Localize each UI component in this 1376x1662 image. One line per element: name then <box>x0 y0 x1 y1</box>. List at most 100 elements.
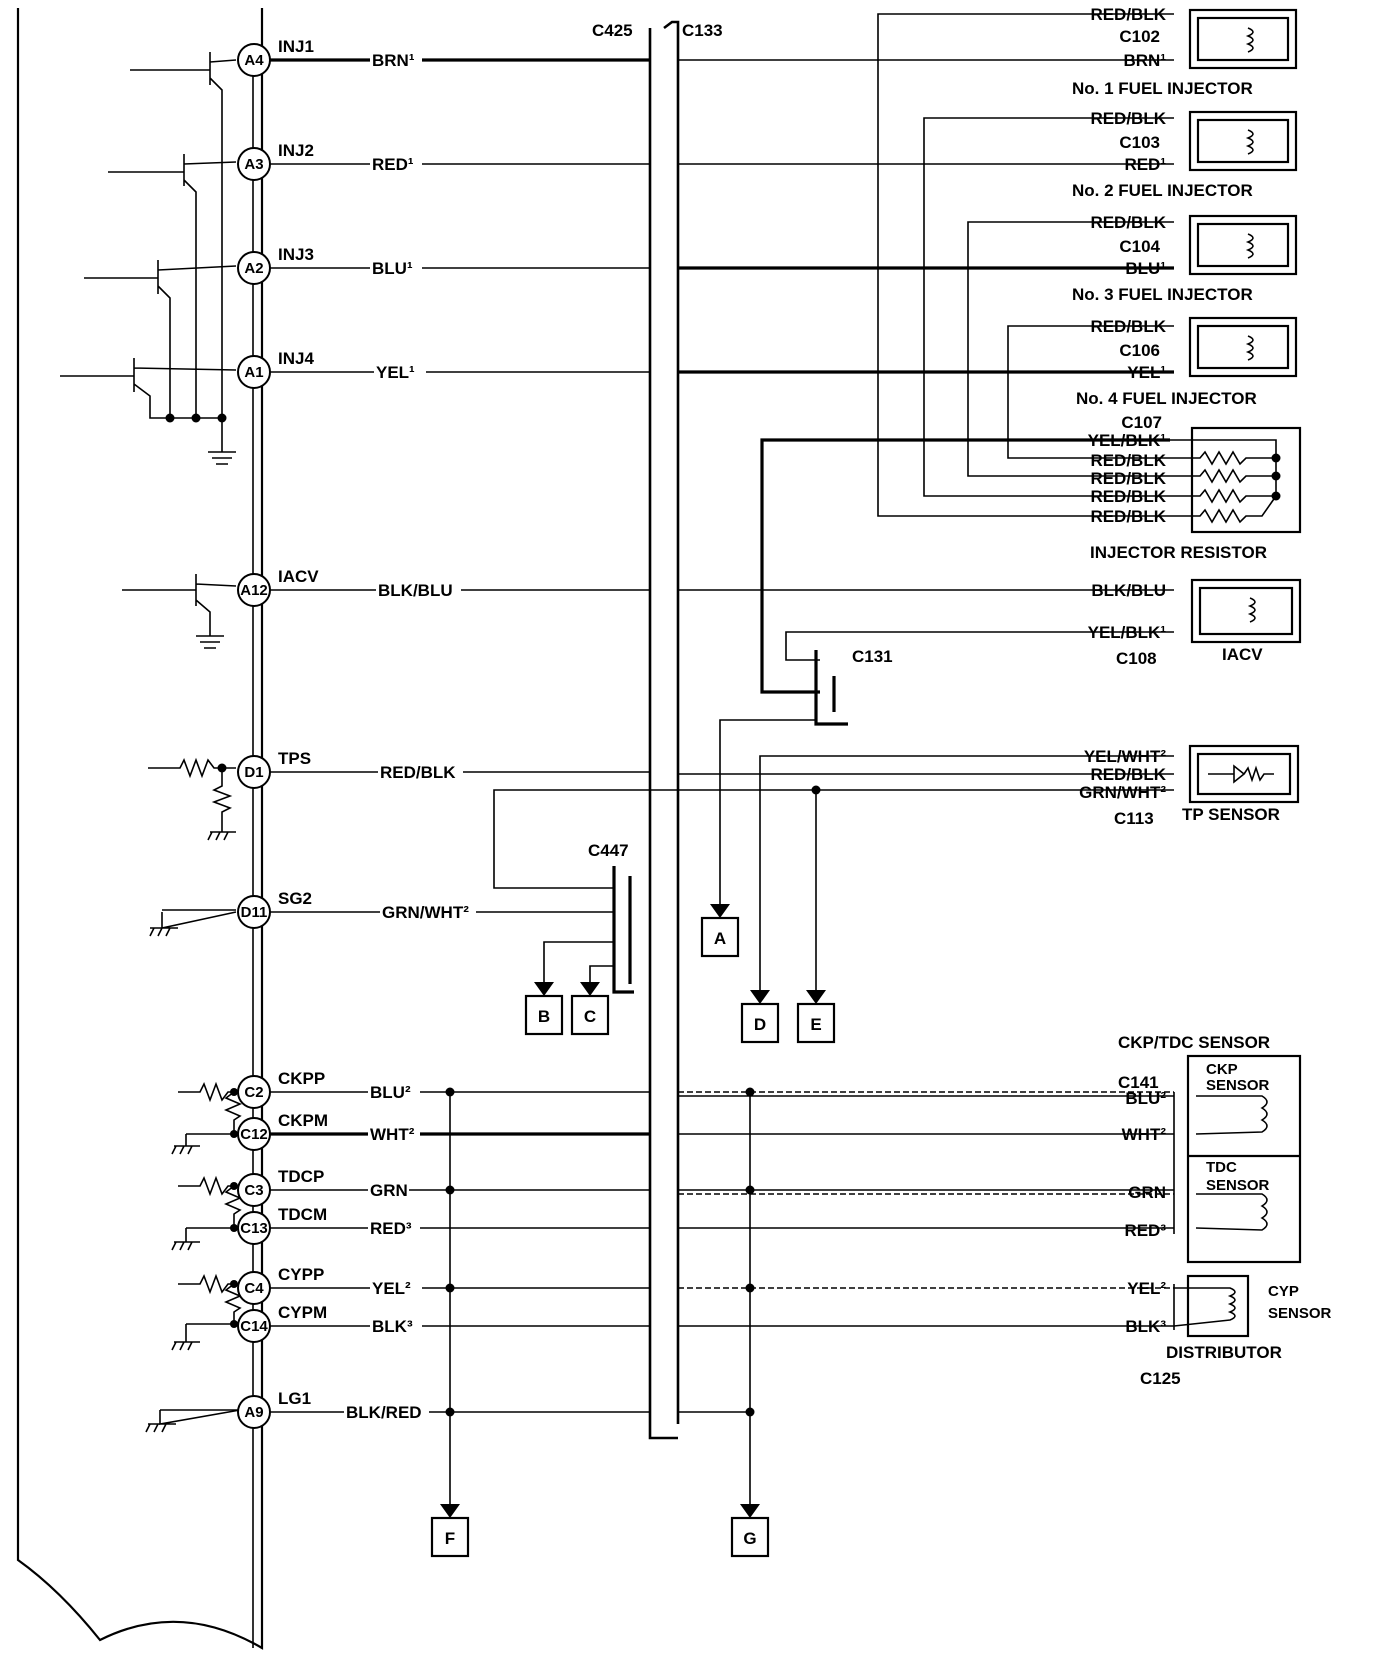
svg-text:BLK³: BLK³ <box>1125 1317 1166 1336</box>
svg-text:RED³: RED³ <box>1124 1221 1166 1240</box>
connector-c107: C107 <box>1121 413 1162 432</box>
svg-text:BLU²: BLU² <box>1125 1089 1166 1108</box>
signal-cypm: CYPM <box>278 1303 327 1322</box>
ref-arrows <box>440 904 826 1518</box>
pin-a1 <box>237 355 271 389</box>
pin-id-a4: A4 <box>244 52 264 69</box>
svg-text:B: B <box>538 1007 550 1026</box>
fuel-injector-2: RED/BLK C103 RED¹ No. 2 FUEL INJECTOR <box>1072 109 1298 200</box>
ref-box-f: F <box>430 1516 470 1558</box>
ref-box-c: C <box>570 994 610 1036</box>
connector-c104: C104 <box>1119 237 1160 256</box>
pin-a2 <box>237 251 271 285</box>
ecm-outline <box>16 8 264 1650</box>
svg-text:RED/BLK: RED/BLK <box>1090 109 1166 128</box>
connector-c141: C141 <box>1118 1073 1159 1092</box>
ecm-pins: A4INJ1BRN¹A3INJ2RED¹A2INJ3BLU¹A1INJ4YEL¹… <box>237 37 476 1429</box>
svg-text:YEL¹: YEL¹ <box>1127 363 1166 382</box>
wire-label-d1: RED/BLK <box>380 763 456 782</box>
pin-id-c13: C13 <box>240 1220 268 1237</box>
pin-id-c2: C2 <box>244 1084 263 1101</box>
wire-label-a3: RED¹ <box>372 155 414 174</box>
pin-a3 <box>237 147 271 181</box>
pin-c13 <box>237 1211 271 1245</box>
connector-c103: C103 <box>1119 133 1160 152</box>
connector-c108: C108 <box>1116 649 1157 668</box>
signal-inj3: INJ3 <box>278 245 314 264</box>
distributor-label: DISTRIBUTOR <box>1166 1343 1282 1362</box>
connector-c113: C113 <box>1114 809 1154 828</box>
svg-text:YEL²: YEL² <box>1127 1279 1166 1298</box>
wire-label-bg <box>370 1316 422 1336</box>
wire-label-a4: BRN¹ <box>372 51 415 70</box>
signal-inj2: INJ2 <box>278 141 314 160</box>
pin-id-a12: A12 <box>240 582 268 599</box>
ckp-tdc-sensor-title: CKP/TDC SENSOR <box>1118 1033 1270 1052</box>
svg-text:RED/BLK: RED/BLK <box>1090 451 1166 470</box>
svg-text:RED/BLK: RED/BLK <box>1090 765 1166 784</box>
signal-inj4: INJ4 <box>278 349 314 368</box>
svg-text:CKP: CKP <box>1206 1061 1238 1078</box>
pin-id-a1: A1 <box>244 364 263 381</box>
pin-id-c4: C4 <box>244 1280 264 1297</box>
fuel-injector-1: RED/BLK C102 BRN¹ No. 1 FUEL INJECTOR <box>1072 5 1298 98</box>
pin-id-a9: A9 <box>244 1404 263 1421</box>
svg-text:CYP: CYP <box>1268 1283 1299 1300</box>
svg-text:A: A <box>714 929 726 948</box>
svg-text:GRN: GRN <box>1128 1183 1166 1202</box>
svg-text:GRN/WHT²: GRN/WHT² <box>1079 783 1166 802</box>
pin-c2 <box>237 1075 271 1109</box>
wire-label-bg <box>368 1180 409 1200</box>
iacv-driver <box>122 574 237 649</box>
svg-text:RED/BLK: RED/BLK <box>1090 317 1166 336</box>
wire-label-bg <box>370 258 422 278</box>
ref-box-a: A <box>700 916 740 958</box>
wire-label-bg <box>344 1402 429 1422</box>
svg-text:RED/BLK: RED/BLK <box>1090 213 1166 232</box>
sg2-ground <box>149 909 237 937</box>
pin-id-c12: C12 <box>240 1126 268 1143</box>
pin-d11 <box>237 895 271 929</box>
pin-id-c3: C3 <box>244 1182 263 1199</box>
pin-c3 <box>237 1173 271 1207</box>
svg-text:BRN¹: BRN¹ <box>1124 51 1167 70</box>
svg-text:G: G <box>743 1529 756 1548</box>
sensor-input-networks <box>145 1081 243 1433</box>
ref-box-d: D <box>740 1002 780 1044</box>
injector-drivers <box>60 52 237 465</box>
iacv-label: IACV <box>1222 645 1263 664</box>
signal-ckpm: CKPM <box>278 1111 328 1130</box>
svg-text:C: C <box>584 1007 596 1026</box>
fuel-injector-3: RED/BLK C104 BLU¹ No. 3 FUEL INJECTOR <box>1072 213 1298 304</box>
svg-text:SENSOR: SENSOR <box>1206 1177 1270 1194</box>
wire-label-c2: BLU² <box>370 1083 411 1102</box>
wire-label-bg <box>380 902 476 922</box>
wire-label-c4: YEL² <box>372 1279 411 1298</box>
wire-label-bg <box>370 1278 422 1298</box>
harness-bundle: C425 C133 <box>592 20 723 1440</box>
tps-input-network <box>148 757 236 841</box>
svg-text:BLK/BLU: BLK/BLU <box>1091 581 1166 600</box>
svg-text:TDC: TDC <box>1206 1159 1237 1176</box>
signal-tdcm: TDCM <box>278 1205 327 1224</box>
injector-3-label: No. 3 FUEL INJECTOR <box>1072 285 1253 304</box>
wire-label-bg <box>378 762 463 782</box>
svg-text:RED¹: RED¹ <box>1124 155 1166 174</box>
ckp-tdc-sensor: CKP/TDC SENSOR CKP SENSOR TDC SENSOR C14… <box>1118 1033 1302 1264</box>
wire-label-c13: RED³ <box>370 1219 412 1238</box>
injector-4-label: No. 4 FUEL INJECTOR <box>1076 389 1257 408</box>
pin-id-a3: A3 <box>244 156 263 173</box>
right-wires: C131 C447 <box>445 13 1174 1504</box>
pin-id-d11: D11 <box>241 904 268 921</box>
wire-label-c3: GRN <box>370 1181 408 1200</box>
pin-a4 <box>237 43 271 77</box>
svg-text:D: D <box>754 1015 766 1034</box>
svg-text:BLU¹: BLU¹ <box>1125 259 1166 278</box>
iacv-component: BLK/BLU YEL/BLK¹ C108 IACV <box>1088 578 1302 668</box>
injector-resistor: C107 YEL/BLK¹ RED/BLK RED/BLK RED/BLK RE… <box>1088 413 1302 562</box>
tp-sensor: YEL/WHT² RED/BLK GRN/WHT² C113 TP SENSOR <box>1079 744 1300 828</box>
pin-d1 <box>237 755 271 789</box>
ref-box-g: G <box>730 1516 770 1558</box>
signal-tdcp: TDCP <box>278 1167 324 1186</box>
